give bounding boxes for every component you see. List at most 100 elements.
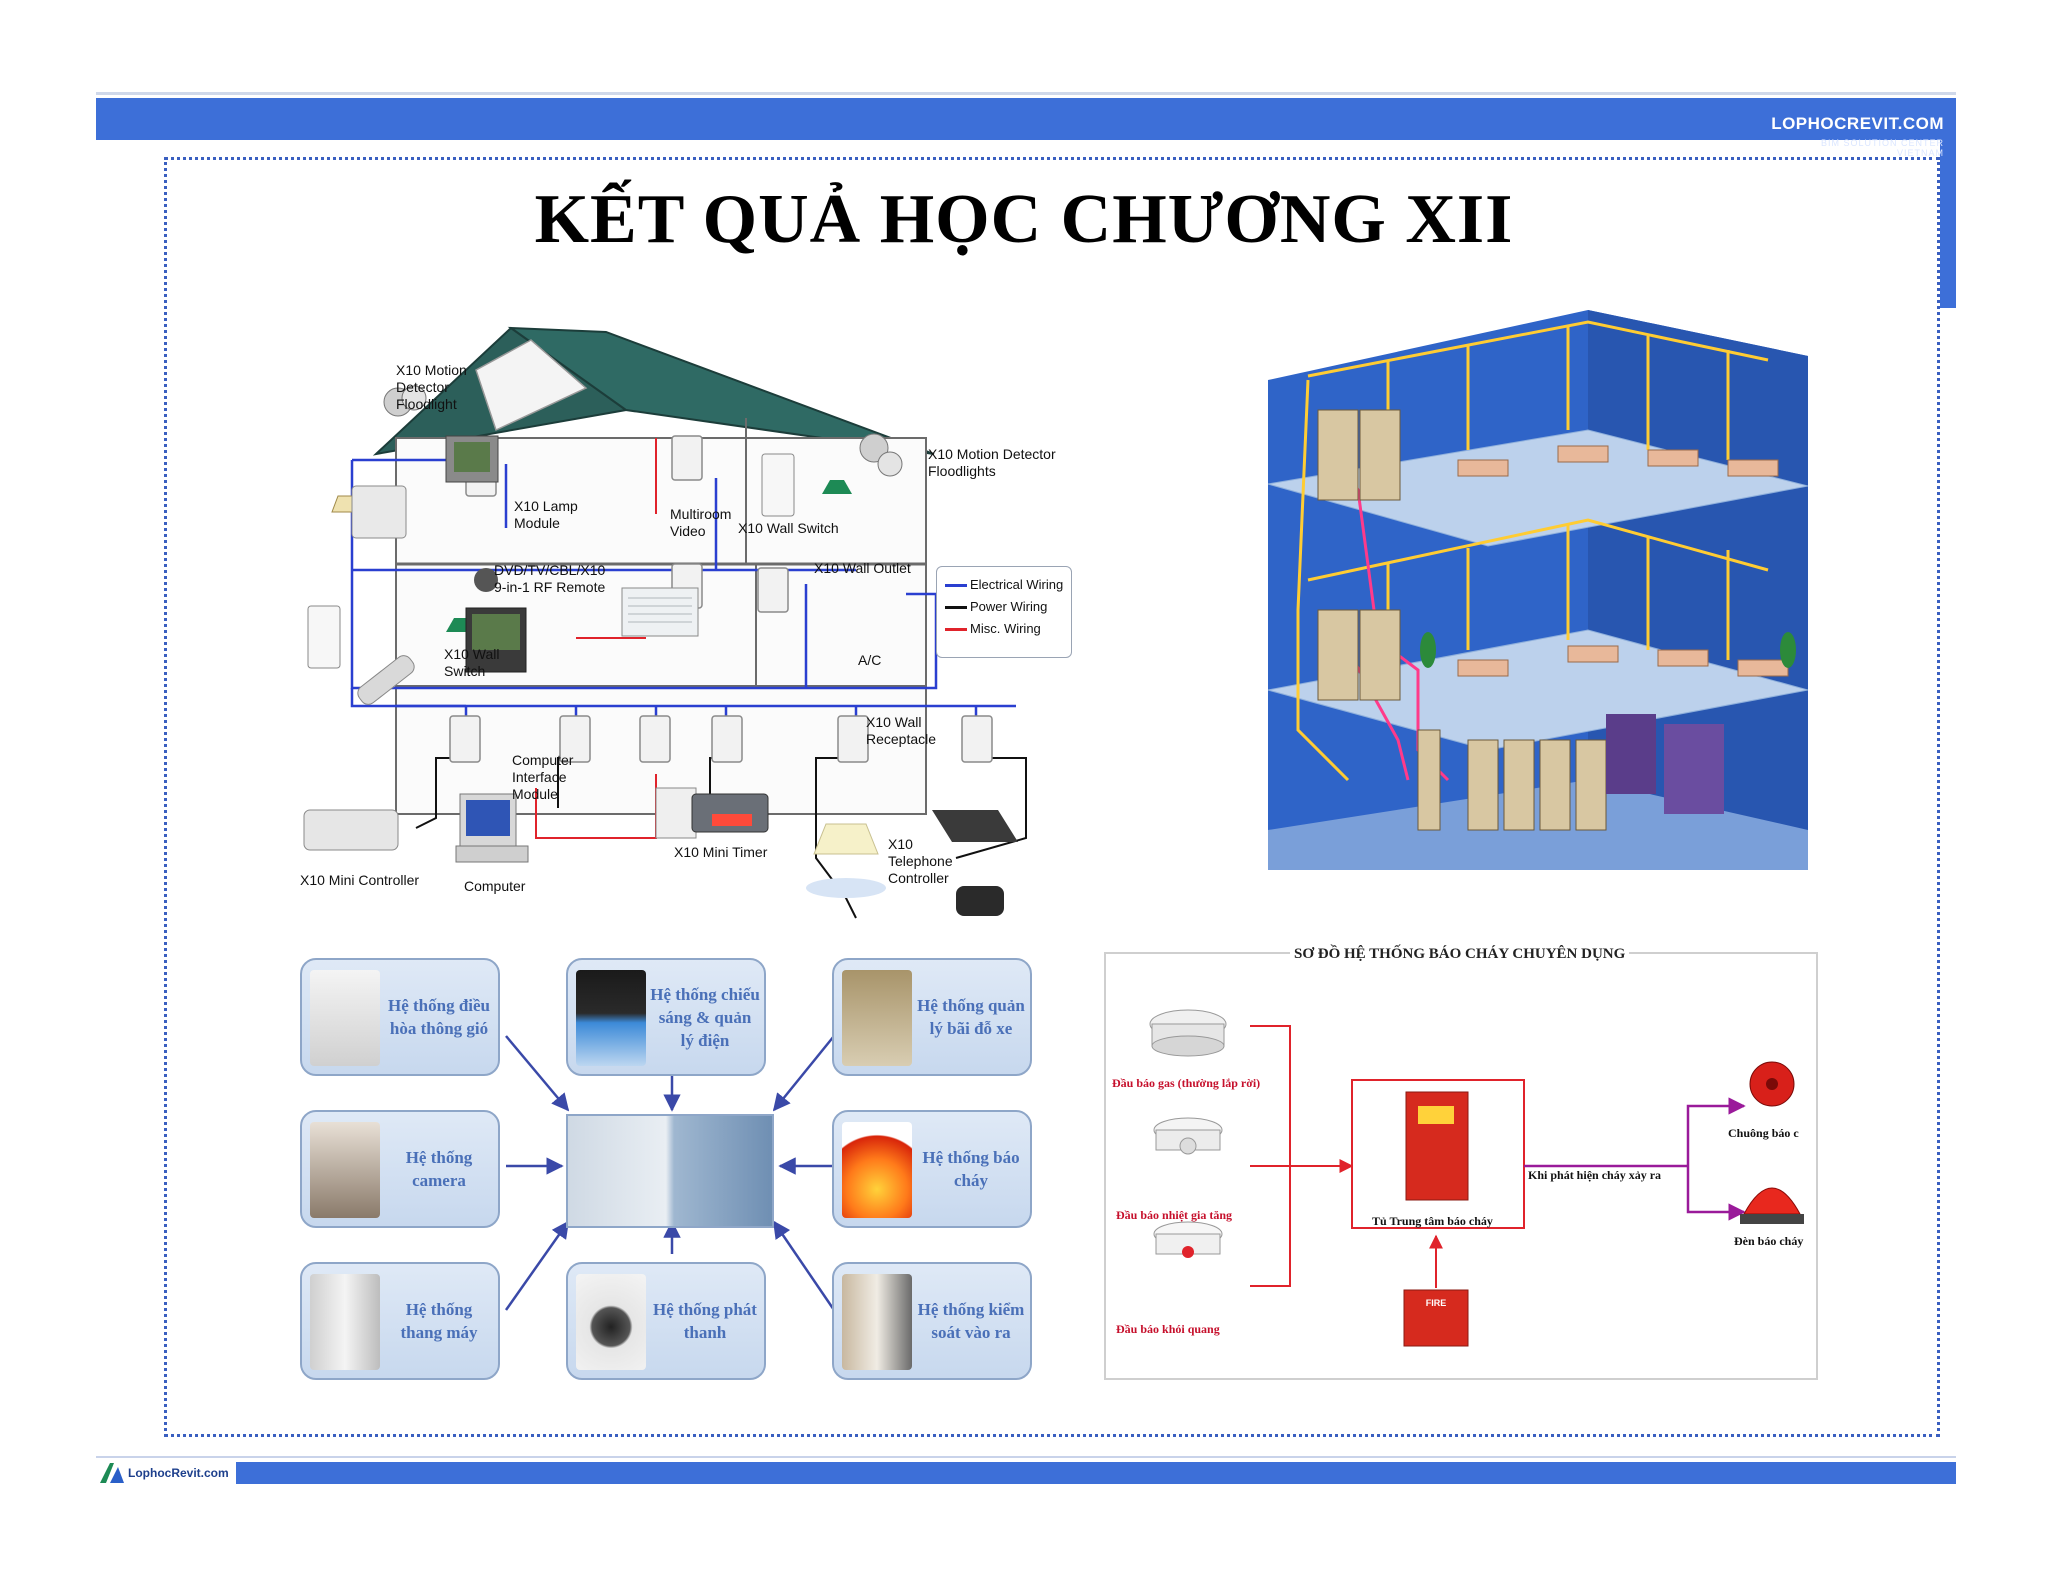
hub-box-speaker-label: Hệ thống phát thanh	[653, 1300, 757, 1342]
footer-logo-icon	[100, 1463, 124, 1483]
lamp-bottom-icon	[813, 823, 879, 855]
legend-label-power: Power Wiring	[970, 599, 1048, 614]
footer-rule	[96, 1456, 1956, 1458]
label-wall-outlet: X10 Wall Outlet	[814, 560, 911, 576]
tv-mid-screen	[472, 614, 520, 650]
label-motion-floodlights-right: X10 Motion Detector Floodlights	[928, 446, 1056, 479]
label-lamp-module: X10 Lamp Module	[514, 498, 578, 531]
ac-grille	[628, 597, 692, 623]
brand-logo: LOPHOCREVIT.COM BIM SOLUTION CENTER VIET…	[1771, 114, 1944, 158]
smoke-detector-icon	[1153, 1221, 1223, 1258]
header-rule	[96, 92, 1956, 95]
hub-box-speaker: Hệ thống phát thanh	[566, 1262, 766, 1380]
label-computer: Computer	[464, 878, 526, 894]
footer-logo-text: LophocRevit.com	[128, 1466, 229, 1480]
strobe-light-base	[1740, 1214, 1804, 1224]
hub-box-parking: Hệ thống quản lý bãi đỗ xe	[832, 958, 1032, 1076]
label-rf-remote: DVD/TV/CBL/X10 9-in-1 RF Remote	[494, 562, 606, 595]
hub-box-hvac: Hệ thống điều hòa thông gió	[300, 958, 500, 1076]
brand-line2: VIETNAM	[1896, 148, 1944, 158]
gable	[475, 339, 588, 432]
trigger-label: Khi phát hiện cháy xảy ra	[1528, 1168, 1662, 1182]
label-wall-switch-top: X10 Wall Switch	[738, 520, 839, 536]
hub-connector-arrows	[504, 1035, 836, 1311]
pendant-lamp-top-icon	[822, 480, 852, 494]
lamp-module-icon	[351, 485, 407, 539]
hub-box-hvac-label: Hệ thống điều hòa thông gió	[387, 996, 491, 1038]
computer-screen	[466, 800, 510, 836]
mini-timer-display	[712, 814, 752, 826]
air-conditioner-icon	[621, 587, 699, 637]
hub-box-parking-label: Hệ thống quản lý bãi đỗ xe	[917, 996, 1025, 1038]
tv-top-screen	[454, 442, 490, 472]
floodlight-left-icon	[383, 385, 427, 417]
content-frame	[164, 157, 1940, 1437]
hub-box-lighting: Hệ thống chiếu sáng & quản lý điện	[566, 958, 766, 1076]
label-motion-floodlight: X10 Motion Detector Floodlight	[396, 362, 467, 412]
label-ac: A/C	[858, 652, 882, 668]
house-wiring-diagram	[303, 326, 1027, 919]
legend-swatch-misc	[945, 628, 967, 632]
slide-title: KẾT QUẢ HỌC CHƯƠNG XII	[534, 181, 1514, 258]
fire-bell-center	[1766, 1078, 1778, 1090]
mini-timer-icon	[691, 793, 769, 833]
telephone-controller-icon	[932, 810, 1018, 842]
label-multiroom-video: Multiroom Video	[670, 506, 732, 539]
workstations	[1457, 445, 1789, 677]
hub-box-elevator: Hệ thống thang máy	[300, 1262, 500, 1380]
computer-interface-module-icon	[655, 787, 697, 839]
telephone-icon	[956, 886, 1004, 916]
pbx-cabinet	[1606, 714, 1656, 794]
label-computer-interface: Computer Interface Module	[512, 752, 574, 802]
fire-bell-label: Chuông báo c	[1728, 1126, 1799, 1140]
strobe-light-icon	[1743, 1187, 1801, 1215]
building-cabling-illustration	[1268, 310, 1808, 870]
plants	[1420, 632, 1796, 668]
hub-box-lighting-label: Hệ thống chiếu sáng & quản lý điện	[650, 984, 760, 1050]
fire-alarm-connections	[1149, 1009, 1804, 1347]
legend-item-electrical: Electrical Wiring	[945, 577, 1063, 592]
strobe-light-label: Đèn báo cháy	[1734, 1234, 1804, 1248]
footer-bar	[236, 1462, 1956, 1484]
hub-box-camera-label: Hệ thống camera	[405, 1148, 473, 1190]
hub-box-fire-label: Hệ thống báo cháy	[922, 1148, 1020, 1190]
racks	[1317, 409, 1607, 831]
hub-box-access: Hệ thống kiểm soát vào ra	[832, 1262, 1032, 1380]
computer-keyboard-icon	[455, 845, 529, 863]
wall-switch-top-icon	[761, 453, 795, 517]
wiring-legend: Electrical Wiring Power Wiring Misc. Wir…	[936, 566, 1072, 658]
camera-mid-icon	[474, 568, 498, 592]
smart-building-hub-image	[566, 1114, 774, 1228]
fire-alarm-title: SƠ ĐỒ HỆ THỐNG BÁO CHÁY CHUYÊN DỤNG	[1290, 946, 1630, 963]
hub-box-elevator-label: Hệ thống thang máy	[400, 1300, 478, 1342]
hub-box-camera: Hệ thống camera	[300, 1110, 500, 1228]
brand-name: LOPHOCREVIT.COM	[1771, 114, 1944, 133]
lamp-bottom-base	[806, 878, 886, 898]
legend-item-power: Power Wiring	[945, 599, 1047, 614]
legend-swatch-electrical	[945, 584, 967, 588]
gas-detector-icon	[1149, 1009, 1227, 1057]
heat-detector-icon	[1153, 1117, 1223, 1155]
footer-logo: LophocRevit.com	[98, 1461, 238, 1487]
control-panel-label: Tủ Trung tâm báo cháy	[1372, 1214, 1493, 1228]
label-wall-switch-left: X10 Wall Switch	[444, 646, 500, 679]
wall-switch-left-icon	[307, 605, 341, 669]
hub-box-access-label: Hệ thống kiểm soát vào ra	[917, 1300, 1025, 1342]
legend-item-misc: Misc. Wiring	[945, 621, 1041, 636]
header-side-band	[1940, 98, 1956, 308]
floodlight-right-icon	[859, 433, 903, 477]
header-bar	[96, 98, 1956, 140]
manual-call-point-icon	[1403, 1289, 1469, 1347]
hub-box-fire: Hệ thống báo cháy	[832, 1110, 1032, 1228]
access-control-icon	[842, 1274, 912, 1370]
label-wall-receptacle: X10 Wall Receptacle	[866, 714, 937, 747]
gas-detector-label: Đầu báo gas (thường lắp rời)	[1112, 1076, 1261, 1090]
manual-call-point-label: FIRE	[1425, 1298, 1447, 1308]
label-mini-controller: X10 Mini Controller	[300, 872, 420, 888]
smoke-detector-label: Đầu báo khói quang	[1116, 1322, 1220, 1336]
mini-controller-icon	[303, 809, 399, 851]
fire-icon	[842, 1122, 912, 1218]
legend-label-misc: Misc. Wiring	[970, 621, 1041, 636]
heat-detector-label: Đầu báo nhiệt gia tăng	[1116, 1208, 1233, 1222]
brand-line1: BIM SOLUTION CENTER	[1820, 138, 1944, 148]
